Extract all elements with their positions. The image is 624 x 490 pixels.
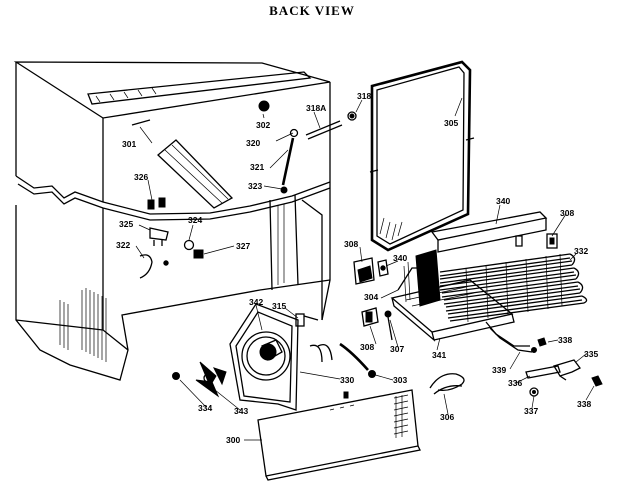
top-vent [87,71,312,105]
part-330-fan-motor [259,339,283,361]
page-title: BACK VIEW [269,3,355,18]
label-304: 304 [364,292,378,302]
part-341-drip-tray [390,279,515,342]
part-320-clip [289,128,299,138]
label-303: 303 [393,375,407,385]
part-326-switch [147,197,166,210]
label-305: 305 [444,118,458,128]
part-340-panel [430,211,548,253]
label-308-left: 308 [344,239,358,249]
part-300-back-panel [257,389,421,481]
label-335: 335 [584,349,598,359]
part-332-coil-tubes [439,253,588,323]
label-318: 318 [357,91,371,101]
callout-labels: 301 302 320 318A 318 305 321 323 326 325… [116,91,598,445]
label-338-bottom: 338 [577,399,591,409]
label-340-upper: 340 [496,196,510,206]
label-330: 330 [340,375,354,385]
label-388: 308 [360,342,374,352]
label-340-lower: 340 [393,253,407,263]
part-304-line [397,267,420,291]
part-321-link [281,137,295,186]
part-334-nut [172,372,180,380]
part-306-drain-hose [429,373,465,395]
part-322-wire [139,254,169,279]
label-326: 326 [134,172,148,182]
label-339: 339 [492,365,506,375]
part-324-knob [183,239,195,251]
part-305-condenser [369,60,475,252]
part-302-knob [258,100,270,112]
label-342: 342 [249,297,263,307]
part-337-washer [529,387,539,397]
part-342-fan-shroud [229,303,299,411]
label-332: 332 [574,246,588,256]
compressor-coil-block [403,249,441,307]
cabinet-body [13,61,331,381]
label-315: 315 [272,301,286,311]
part-335-bracket [553,359,581,381]
part-340-relay-cover [377,259,389,277]
part-307-tube [384,310,393,341]
part-338-screw-bottom [591,375,603,387]
part-303-hose [309,342,376,378]
label-341: 341 [432,350,446,360]
label-334: 334 [198,403,212,413]
part-318a-rod [305,120,343,140]
label-322: 322 [116,240,130,250]
label-336: 336 [508,378,522,388]
label-343: 343 [234,406,248,416]
label-302: 302 [256,120,270,130]
label-308-right: 308 [560,208,574,218]
label-337: 337 [524,406,538,416]
label-325: 325 [119,219,133,229]
part-325-bracket [149,227,169,246]
label-318a: 318A [306,103,326,113]
part-318-bushing [347,111,357,121]
part-388-bracket [361,307,379,327]
label-300: 300 [226,435,240,445]
cabinet-leg-shading [59,288,107,362]
air-duct [157,139,234,209]
part-323-pin [280,186,288,194]
label-324: 324 [188,215,202,225]
part-308-clip-right [546,233,558,249]
part-308-relay [353,257,375,285]
part-327-plug [193,249,204,259]
part-336-plate [525,365,561,379]
part-338-screw-top [537,337,547,347]
label-306: 306 [440,412,454,422]
label-320: 320 [246,138,260,148]
part-315-bracket [295,313,319,327]
label-338-top: 338 [558,335,572,345]
label-323: 323 [248,181,262,191]
label-301: 301 [122,139,136,149]
label-321: 321 [250,162,264,172]
label-327: 327 [236,241,250,251]
leader-lines [135,97,595,441]
label-307: 307 [390,344,404,354]
part-343-fan-blade [195,361,227,398]
part-339-capillary [485,321,537,353]
